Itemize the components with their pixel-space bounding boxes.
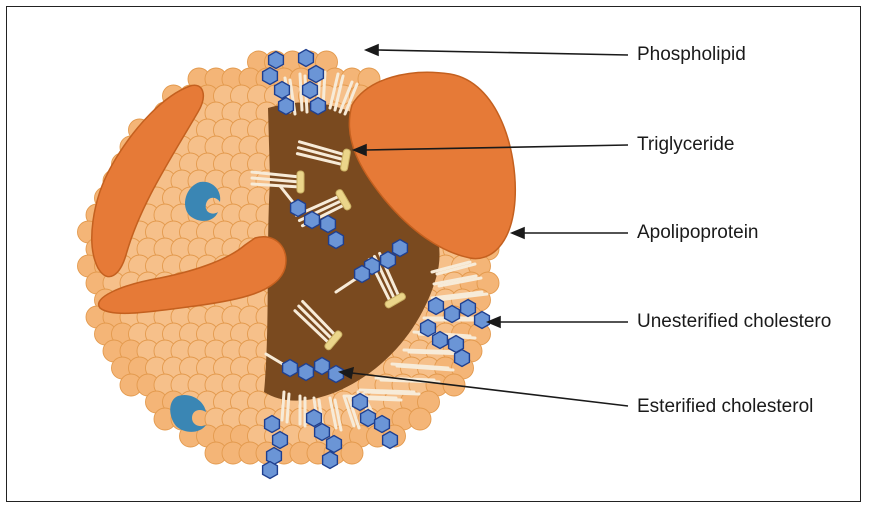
arrowhead-apolipoprotein xyxy=(512,228,524,238)
cholesterol-ring xyxy=(381,252,396,269)
cholesterol-ring xyxy=(327,436,342,453)
cholesterol-ring xyxy=(303,82,318,99)
cholesterol-ring xyxy=(433,332,448,349)
phospholipid-head xyxy=(341,442,363,464)
label-unesterified-cholesterol: Unesterified cholestero xyxy=(637,311,861,333)
cholesterol-ring xyxy=(269,52,284,69)
arrow-phospholipid xyxy=(378,50,628,55)
label-triglyceride: Triglyceride xyxy=(637,134,735,156)
cholesterol-ring xyxy=(393,240,408,257)
cholesterol-ring xyxy=(263,68,278,85)
cholesterol-ring xyxy=(311,98,326,115)
cholesterol-ring xyxy=(283,360,298,377)
cholesterol-ring xyxy=(273,432,288,449)
cholesterol-ring xyxy=(315,424,330,441)
phospholipid-head xyxy=(409,408,431,430)
cholesterol-ring xyxy=(353,394,368,411)
cholesterol-ring xyxy=(309,66,324,83)
cholesterol-ring xyxy=(329,366,344,383)
cholesterol-ring xyxy=(421,320,436,337)
phospholipid-tail xyxy=(365,392,419,394)
label-phospholipid: Phospholipid xyxy=(637,44,746,66)
phospholipid-tail xyxy=(300,74,302,110)
cholesterol-ring xyxy=(383,432,398,449)
cholesterol-ring xyxy=(429,298,444,315)
cholesterol-ring xyxy=(275,82,290,99)
cholesterol-ring xyxy=(299,50,314,67)
cholesterol-ring xyxy=(461,300,476,317)
cholesterol-ring xyxy=(375,416,390,433)
cholesterol-ring xyxy=(291,200,306,217)
cholesterol-ring xyxy=(355,266,370,283)
cholesterol-ring xyxy=(329,232,344,249)
cholesterol-ring xyxy=(321,216,336,233)
label-apolipoprotein: Apolipoprotein xyxy=(637,222,758,244)
arrowhead-phospholipid xyxy=(366,45,378,55)
phospholipid-tail xyxy=(287,394,289,422)
cholesterol-ring xyxy=(455,350,470,367)
triglyceride-head xyxy=(297,171,304,193)
cholesterol-ring xyxy=(263,462,278,479)
cholesterol-ring xyxy=(279,98,294,115)
phospholipid-tail xyxy=(282,392,284,420)
cholesterol-ring xyxy=(307,410,322,427)
cholesterol-ring xyxy=(361,410,376,427)
cholesterol-ring xyxy=(265,416,280,433)
cholesterol-ring xyxy=(315,358,330,375)
label-esterified-cholesterol: Esterified cholesterol xyxy=(637,396,813,418)
cholesterol-ring xyxy=(475,312,490,329)
cholesterol-ring xyxy=(299,364,314,381)
cholesterol-ring xyxy=(305,212,320,229)
cholesterol-ring xyxy=(323,452,338,469)
cholesterol-ring xyxy=(445,306,460,323)
